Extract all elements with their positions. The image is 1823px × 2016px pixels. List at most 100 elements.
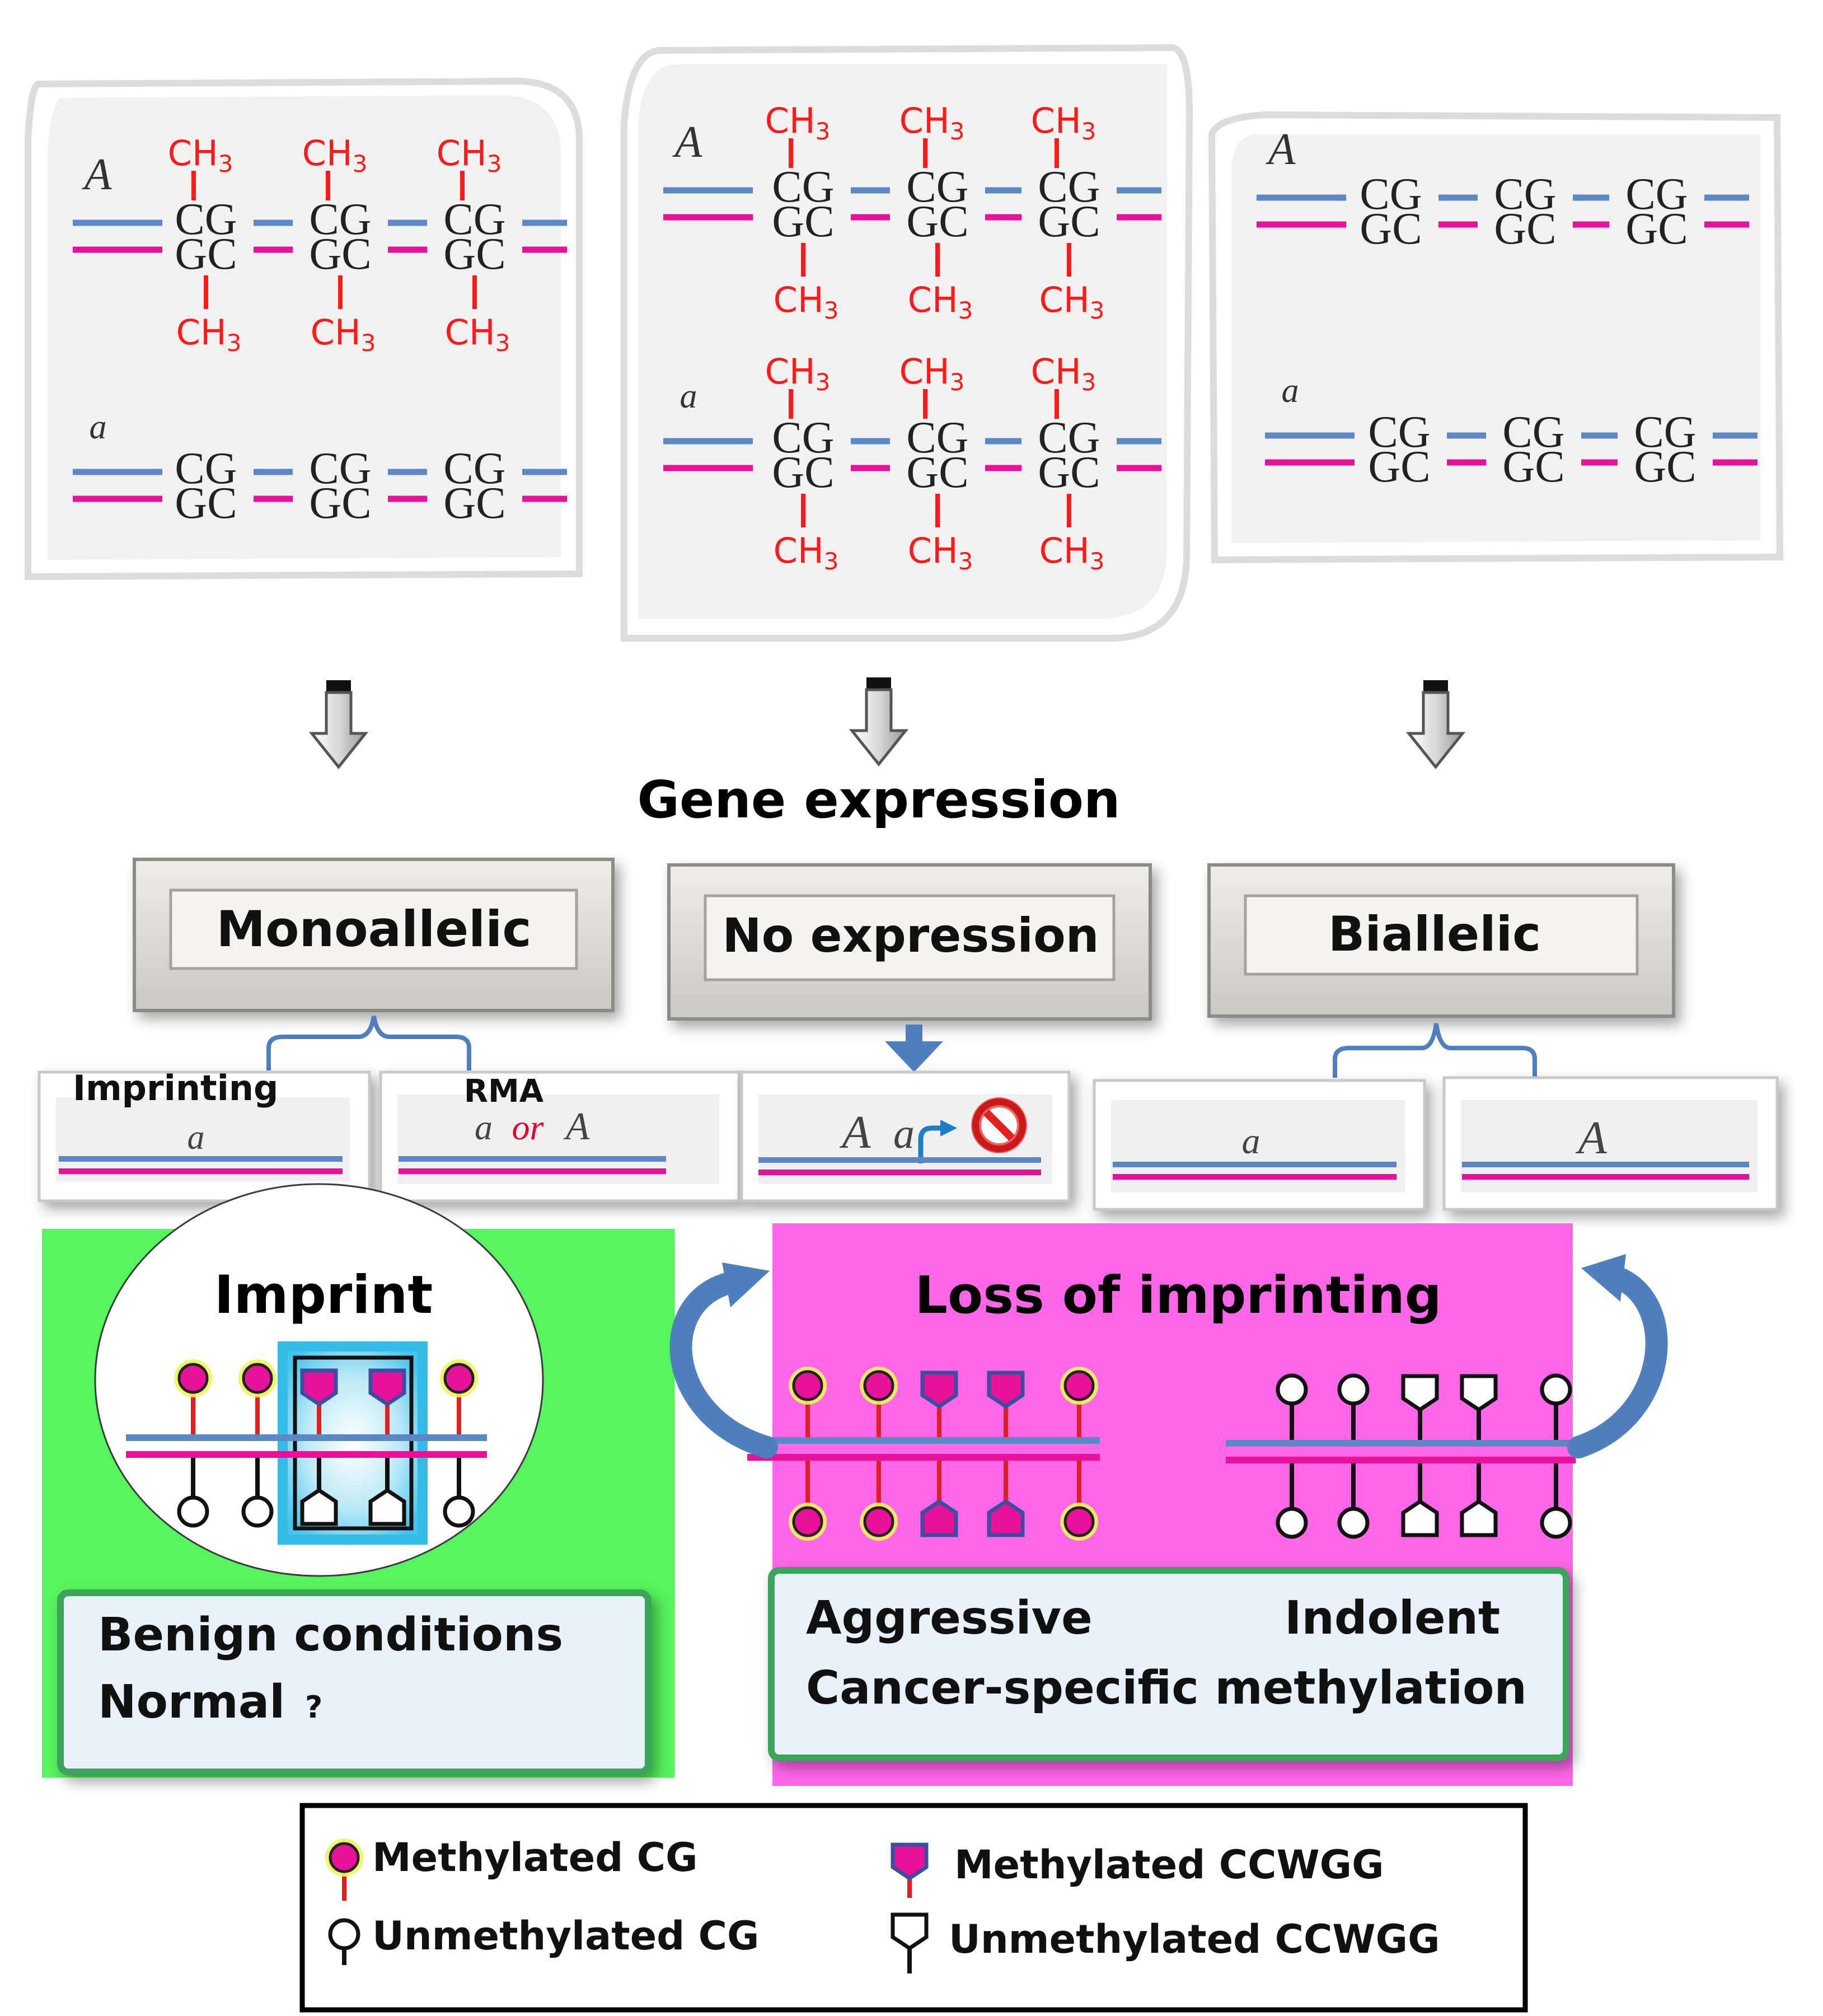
biallelic-box: Biallelic <box>1207 863 1675 1018</box>
methylated-cg-pin <box>325 1839 363 1901</box>
allele-label: A <box>672 118 703 167</box>
methylated-ccwgg-pin <box>987 1461 1025 1537</box>
allele-panel-both-methylated: ACGGCCH3CH3CGGCCH3CH3CGGCCH3CH3aCGGCCH3C… <box>621 44 1193 642</box>
allele-label: A <box>82 150 113 199</box>
monoallelic-brace <box>266 1016 471 1070</box>
allele-label-a: a <box>188 1119 205 1157</box>
legend-unmethylated-cg: Unmethylated CG <box>372 1913 760 1959</box>
legend-unmethylated-ccwgg: Unmethylated CCWGG <box>949 1916 1440 1962</box>
allele-label-a: a <box>1242 1121 1260 1162</box>
biallelic-subpanel-A: A <box>1442 1076 1779 1211</box>
imprinting-subpanel: Imprinting a <box>38 1068 371 1203</box>
benign-box <box>57 1589 652 1775</box>
gc-base: GC <box>772 448 834 497</box>
gc-base: GC <box>1625 204 1688 254</box>
legend: Methylated CG Unmethylated CG Methylated… <box>299 1803 1528 2013</box>
unmethylated-cg-pin <box>1540 1463 1572 1539</box>
allele-label: A <box>1266 125 1296 174</box>
normal-label: Normal <box>98 1676 285 1729</box>
normal-question-mark: ? <box>305 1690 322 1725</box>
cg-base: CG <box>1502 408 1564 457</box>
unmethylated-cg-pin <box>1540 1373 1572 1440</box>
methylated-cg-pin <box>1060 1461 1098 1541</box>
biallelic-subpanel-a: a <box>1093 1079 1426 1211</box>
down-arrow <box>308 680 369 770</box>
unmethylated-cg-pin <box>1337 1373 1370 1440</box>
allele-label-A: A <box>1575 1112 1607 1164</box>
allele-label-A: A <box>839 1106 871 1158</box>
methylated-ccwgg-pin <box>987 1370 1025 1437</box>
imprint-panel: Imprint Benign conditions Normal ? <box>42 1183 674 1778</box>
unmethylated-ccwgg-pin <box>300 1458 338 1526</box>
down-arrow <box>849 677 909 767</box>
cg-base: CG <box>309 444 371 493</box>
curved-arrow-right <box>1567 1265 1668 1458</box>
cancer-specific-label: Cancer-specific methylation <box>806 1662 1527 1715</box>
ch3-label: CH3 <box>908 530 973 575</box>
or-label: or <box>512 1107 545 1147</box>
gc-base: GC <box>1360 204 1422 254</box>
blocked-icon <box>971 1097 1027 1153</box>
gc-base: GC <box>175 479 237 528</box>
methylated-ccwgg-pin <box>300 1368 338 1434</box>
imprinting-label: Imprinting <box>73 1068 278 1108</box>
unmethylated-cg-pin <box>241 1458 274 1528</box>
cg-base: CG <box>175 195 237 244</box>
cg-base: CG <box>1634 408 1696 457</box>
unmethylated-cg-pin <box>1276 1373 1308 1440</box>
unmethylated-ccwgg-pin <box>1460 1463 1498 1537</box>
curved-arrow-left <box>669 1271 778 1458</box>
biallelic-label: Biallelic <box>1328 906 1541 962</box>
legend-methylated-cg: Methylated CG <box>372 1835 698 1881</box>
gc-base: GC <box>309 230 371 279</box>
methylated-cg-pin <box>789 1367 827 1437</box>
no-expression-arrow <box>885 1025 943 1072</box>
gc-base: GC <box>309 479 371 528</box>
no-expression-box: No expression <box>667 863 1152 1021</box>
methylated-cg-pin <box>174 1359 212 1434</box>
allele-label-A: A <box>564 1105 590 1148</box>
cg-base: CG <box>1368 408 1430 457</box>
cg-base: CG <box>1038 413 1100 462</box>
ch3-label: CH3 <box>765 351 831 396</box>
methylated-ccwgg-pin <box>891 1842 929 1898</box>
biallelic-brace <box>1333 1023 1537 1078</box>
methylated-cg-pin <box>860 1461 898 1541</box>
cg-base: CG <box>906 162 968 212</box>
methylated-ccwgg-pin <box>920 1461 958 1537</box>
unmethylated-ccwgg-pin <box>1401 1374 1439 1440</box>
unmethylated-cg-pin <box>1276 1463 1308 1539</box>
down-arrow <box>1405 680 1466 770</box>
methylated-cg-pin <box>238 1359 277 1434</box>
gc-base: GC <box>1038 197 1100 246</box>
cancer-box <box>768 1567 1569 1761</box>
methylated-ccwgg-pin <box>920 1370 958 1437</box>
monoallelic-box: Monoallelic <box>133 858 615 1012</box>
unmethylated-ccwgg-pin <box>1401 1463 1439 1537</box>
allele-label-a: a <box>475 1107 493 1147</box>
benign-conditions-label: Benign conditions <box>98 1608 563 1662</box>
down-arrows <box>308 677 1466 770</box>
unmethylated-ccwgg-pin <box>1460 1374 1498 1440</box>
cg-base: CG <box>906 413 968 462</box>
allele-label: a <box>680 377 697 415</box>
no-expression-label: No expression <box>722 908 1099 963</box>
gc-base: GC <box>1368 442 1430 492</box>
unmethylated-cg-pin <box>443 1458 475 1528</box>
ch3-label: CH3 <box>774 530 839 575</box>
gc-base: GC <box>443 230 505 279</box>
cg-base: CG <box>772 413 834 462</box>
indolent-label: Indolent <box>1285 1592 1500 1645</box>
gc-base: GC <box>1494 204 1556 254</box>
rma-label: RMA <box>464 1073 544 1110</box>
unmethylated-cg-pin <box>177 1458 209 1528</box>
methylated-cg-pin <box>789 1461 827 1541</box>
cg-base: CG <box>1625 170 1688 219</box>
cg-base: CG <box>1494 170 1556 219</box>
